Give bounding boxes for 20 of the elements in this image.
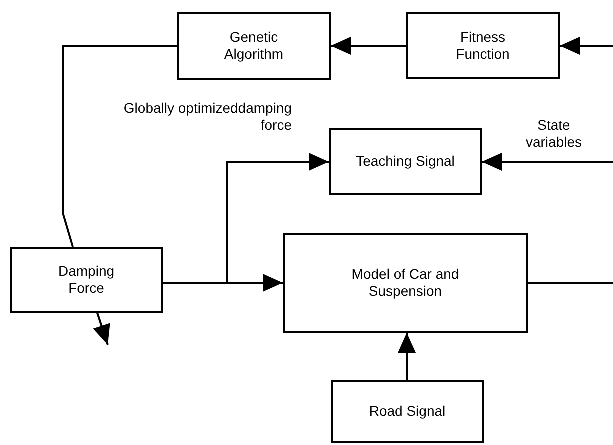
process-box	[331, 380, 484, 443]
process-box	[329, 128, 482, 195]
box-label: Model of Car and Suspension	[350, 266, 460, 300]
arrow	[560, 37, 613, 55]
arrow	[482, 153, 613, 171]
arrow	[163, 153, 329, 284]
box-label: Road Signal	[369, 403, 446, 420]
arrow	[398, 333, 416, 380]
box-label: Fitness Function	[455, 28, 511, 62]
box-label: Genetic Algorithm	[223, 29, 285, 63]
box-label: Damping Force	[57, 263, 116, 297]
arrow	[331, 37, 406, 55]
process-box	[406, 12, 560, 79]
arrow	[93, 312, 110, 346]
process-box	[177, 12, 331, 80]
box-label: Teaching Signal	[356, 153, 455, 170]
connector-line	[528, 282, 613, 284]
process-box	[283, 233, 528, 333]
connector-line	[62, 45, 177, 248]
process-box	[10, 247, 163, 313]
